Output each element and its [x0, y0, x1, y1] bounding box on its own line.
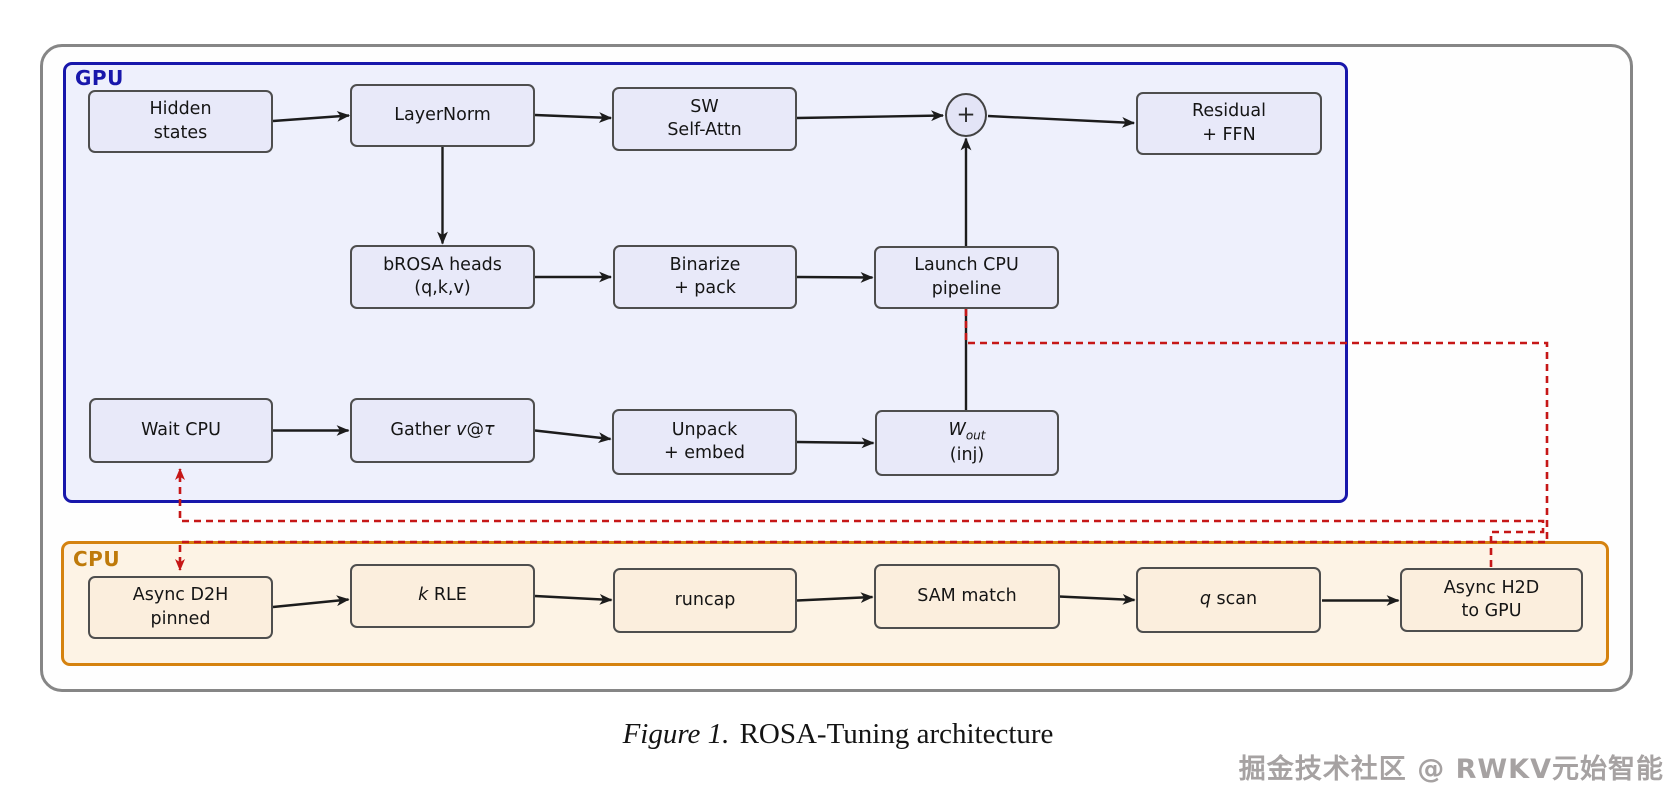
node-label: (inj) — [949, 445, 985, 466]
node-label: SAM match — [917, 585, 1017, 606]
node-label: Wait CPU — [141, 419, 221, 440]
node-label: pipeline — [931, 278, 1002, 299]
node-label: + embed — [663, 443, 746, 463]
node-label: + FFN — [1202, 124, 1256, 145]
cpu-region-label: CPU — [73, 547, 121, 571]
qscan-word: scan — [1210, 589, 1258, 610]
node-label: SW — [690, 96, 719, 117]
node-label: bROSA heads — [383, 254, 502, 275]
gpu-region-label: GPU — [75, 66, 124, 90]
figure-caption: Figure 1. ROSA-Tuning architecture — [0, 718, 1676, 751]
node-hidden-states: Hidden states — [88, 90, 273, 153]
node-residual-ffn: Residual + FFN — [1136, 92, 1322, 155]
node-label: (q,k,v) — [414, 278, 471, 298]
wout-var: W — [948, 419, 966, 440]
cpu-region — [61, 541, 1609, 666]
node-k-rle: k RLE — [350, 564, 535, 628]
node-label: Self-Attn — [667, 120, 742, 140]
node-brosa-heads: bROSA heads (q,k,v) — [350, 245, 535, 309]
node-label: q scan — [1200, 588, 1257, 611]
plus-icon: + — [956, 102, 976, 128]
node-label: Async D2H — [132, 585, 229, 606]
figure-caption-text: ROSA-Tuning architecture — [739, 718, 1054, 750]
node-async-d2h-pinned: Async D2H pinned — [88, 576, 273, 639]
node-label: Residual — [1192, 101, 1266, 122]
node-label: Hidden — [149, 99, 212, 120]
node-label: LayerNorm — [394, 104, 491, 125]
node-binarize-pack: Binarize + pack — [613, 245, 797, 309]
node-add-junction: + — [945, 93, 987, 137]
node-wait-cpu: Wait CPU — [89, 398, 273, 463]
node-label: Unpack — [671, 419, 738, 440]
watermark-text: 掘金技术社区 @ RWKV元始智能 — [1238, 754, 1664, 785]
node-label: Binarize — [669, 254, 741, 275]
krle-var-k: k — [418, 585, 429, 606]
node-q-scan: q scan — [1136, 567, 1321, 633]
node-wout-inj: Wout (inj) — [875, 410, 1059, 476]
node-runcap: runcap — [613, 568, 797, 633]
figure-caption-label: Figure 1. — [622, 718, 730, 750]
gather-var-v: v — [456, 419, 467, 440]
node-label: k RLE — [418, 584, 467, 607]
node-layernorm: LayerNorm — [350, 84, 535, 147]
node-sw-self-attn: SW Self-Attn — [612, 87, 797, 151]
node-gather-v-at-tau: Gather v@τ — [350, 398, 535, 463]
node-label: runcap — [674, 589, 736, 610]
wout-subscript: out — [965, 428, 986, 443]
node-label: to GPU — [1461, 601, 1522, 621]
node-unpack-embed: Unpack + embed — [612, 409, 797, 475]
node-label: Wout — [949, 419, 986, 444]
node-label: pinned — [150, 608, 211, 629]
gather-word: Gather — [390, 419, 457, 440]
node-label: states — [153, 122, 208, 143]
qscan-var-q: q — [1199, 589, 1211, 610]
node-label: Gather v@τ — [390, 419, 494, 442]
gather-at-sign: @ — [466, 419, 485, 440]
node-sam-match: SAM match — [874, 564, 1060, 629]
node-label: + pack — [674, 278, 736, 298]
node-label: Async H2D — [1443, 577, 1540, 598]
gather-var-tau: τ — [484, 419, 495, 440]
node-label: Launch CPU — [914, 255, 1019, 276]
node-async-h2d-to-gpu: Async H2D to GPU — [1400, 568, 1583, 632]
krle-word: RLE — [428, 585, 467, 606]
node-launch-cpu-pipeline: Launch CPU pipeline — [874, 246, 1059, 309]
